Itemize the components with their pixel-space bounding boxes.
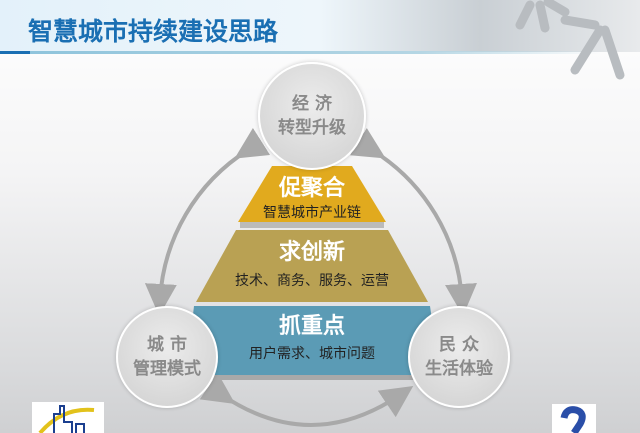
tier-3: 抓重点 用户需求、城市问题 (190, 311, 434, 363)
tier-heading: 求创新 (278, 240, 345, 265)
circle-city-management: 城 市 管理模式 (116, 306, 218, 408)
circle-label: 生活体验 (425, 359, 493, 379)
arrow-left-arc (144, 127, 271, 316)
circle-label: 城 市 (147, 335, 187, 355)
circle-label: 转型升级 (278, 118, 346, 138)
tier-1-shape (238, 166, 386, 222)
tier-2-shape (196, 230, 428, 302)
circle-citizen-life: 民 众 生活体验 (408, 306, 510, 408)
city-logo-icon (32, 402, 104, 433)
asterisk-decor-icon (515, 0, 625, 80)
tier-sub: 技术、商务、服务、运营 (235, 273, 389, 289)
header-divider (0, 51, 600, 54)
header-band (0, 0, 640, 52)
tier-3-shape (186, 306, 440, 375)
circle-label: 民 众 (439, 335, 479, 355)
tier-sub: 智慧城市产业链 (263, 205, 361, 221)
circle-label: 经 济 (292, 94, 332, 114)
tier-heading: 促聚合 (278, 176, 345, 201)
arrow-right-arc (349, 127, 477, 316)
brand-logo-icon (552, 404, 596, 433)
slide-title: 智慧城市持续建设思路 (28, 17, 279, 46)
circle-economy: 经 济 转型升级 (258, 62, 366, 170)
tier-1: 促聚合 智慧城市产业链 (240, 170, 384, 222)
tier-2: 求创新 技术、商务、服务、运营 (200, 236, 424, 290)
arrow-bottom-arc (199, 372, 414, 427)
tier-heading: 抓重点 (278, 314, 345, 339)
tier-sub: 用户需求、城市问题 (249, 346, 375, 362)
circle-label: 管理模式 (133, 359, 201, 379)
